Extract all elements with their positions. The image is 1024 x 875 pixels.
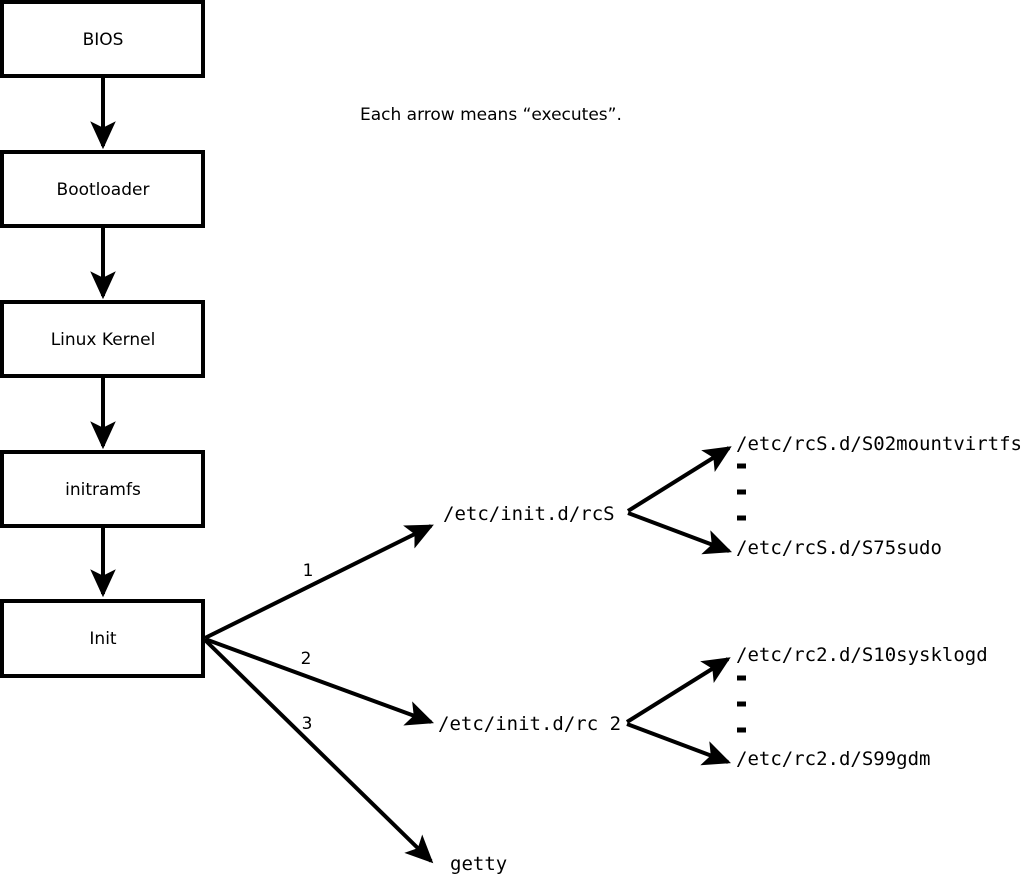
arrow-rc2-to-s10sysklogd: [625, 657, 731, 724]
node-label-rcs-script: /etc/init.d/rcS: [443, 503, 615, 525]
edge-number-3: 3: [302, 714, 313, 734]
arrow-rc2-to-s99gdm: [626, 722, 731, 766]
rc2-branch-arrows: [625, 657, 731, 766]
rc2-ellipsis-marks: [737, 675, 746, 733]
rcs-ellipsis-marks: [737, 463, 746, 521]
box-init: Init: [0, 599, 205, 678]
box-initramfs-rect: [0, 450, 205, 528]
node-label-rcs-first: /etc/rcS.d/S02mountvirtfs: [736, 433, 1022, 455]
arrow-init-to-rcs: [204, 524, 434, 640]
box-linux-kernel-rect: [0, 300, 205, 378]
node-label-rc2-first: /etc/rc2.d/S10sysklogd: [736, 644, 988, 666]
box-initramfs-label: initramfs: [65, 480, 141, 500]
box-initramfs: initramfs: [0, 450, 205, 528]
arrow-init-to-getty: [203, 638, 434, 864]
box-init-label: Init: [89, 629, 117, 649]
arrow-rcs-to-s75sudo: [627, 511, 732, 555]
rcs-branch-arrows: [626, 446, 732, 555]
box-bios-rect: [0, 0, 205, 78]
init-fanout-numbers: 1 2 3: [301, 561, 314, 734]
edge-number-1: 1: [303, 561, 314, 581]
init-fanout-arrows: [203, 524, 435, 864]
box-bootloader-label: Bootloader: [57, 180, 150, 200]
node-label-getty: getty: [450, 853, 507, 875]
box-bios: BIOS: [0, 0, 205, 78]
box-bootloader-rect: [0, 150, 205, 228]
box-bios-label: BIOS: [83, 30, 124, 50]
edge-number-2: 2: [301, 649, 312, 669]
arrow-init-to-rc2: [204, 637, 435, 726]
node-label-rcs-last: /etc/rcS.d/S75sudo: [736, 537, 942, 559]
diagram-caption: Each arrow means “executes”.: [360, 105, 622, 125]
box-init-rect: [0, 599, 205, 678]
box-bootloader: Bootloader: [0, 150, 205, 228]
box-linux-kernel: Linux Kernel: [0, 300, 205, 378]
box-linux-kernel-label: Linux Kernel: [51, 330, 156, 350]
node-label-rc2-last: /etc/rc2.d/S99gdm: [736, 748, 930, 770]
arrow-rcs-to-s02mountvirtfs: [626, 446, 732, 513]
node-label-rc2-script: /etc/init.d/rc 2: [438, 713, 621, 735]
